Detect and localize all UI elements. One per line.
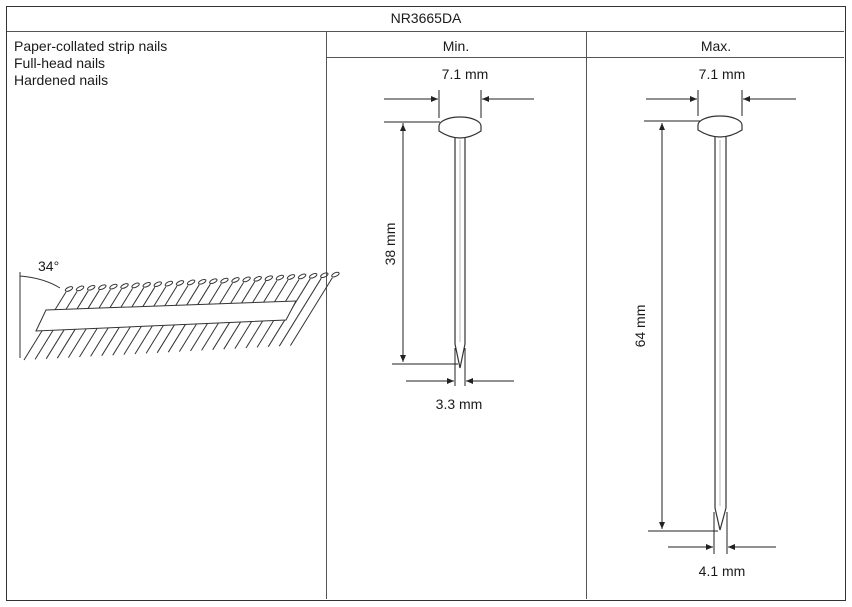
model-title: NR3665DA	[390, 10, 462, 26]
strip-nail-head	[253, 275, 262, 282]
column-header-min: Min.	[442, 38, 470, 54]
strip-nail-head	[153, 281, 163, 288]
strip-nail	[289, 277, 333, 346]
strip-nail-head	[142, 281, 151, 288]
strip-nail-head	[64, 286, 74, 292]
nail-strip-drawing	[23, 271, 340, 361]
strip-nail-head	[264, 275, 274, 282]
strip-nail-head	[109, 283, 118, 290]
strip-nail-head	[86, 284, 96, 291]
paper-collation-strip	[35, 300, 297, 332]
strip-nail-head	[98, 284, 107, 291]
strip-nail-head	[131, 282, 140, 289]
strip-nail-head	[297, 273, 307, 280]
header-divider	[7, 31, 844, 32]
strip-nail-head	[331, 271, 340, 278]
left-column-divider	[326, 31, 327, 599]
max-head-diameter-label: 7.1 mm	[698, 66, 746, 82]
angle-indicator	[19, 272, 61, 358]
min-shank-diameter-label: 3.3 mm	[435, 396, 483, 412]
strip-nail-head	[242, 276, 251, 283]
column-header-max: Max.	[700, 38, 732, 54]
min-nail-drawing	[438, 116, 482, 369]
strip-nail-head	[197, 278, 207, 285]
max-nail-drawing	[697, 115, 743, 531]
min-nail-dimensions	[384, 90, 534, 386]
strip-nail	[278, 277, 322, 347]
description-line-2: Full-head nails	[14, 55, 106, 71]
strip-nail-head	[231, 277, 240, 283]
strip-nail-head	[320, 272, 329, 279]
strip-nail-head	[120, 283, 129, 289]
collation-angle-label: 34°	[38, 258, 60, 274]
description-line-1: Paper-collated strip nails	[14, 38, 168, 54]
max-shank-diameter-label: 4.1 mm	[698, 563, 746, 579]
strip-nail-head	[175, 280, 185, 286]
strip-nail-head	[186, 279, 196, 286]
strip-nail-head	[275, 274, 285, 281]
column-header-divider	[326, 57, 844, 58]
spec-table	[6, 6, 846, 601]
min-head-diameter-label: 7.1 mm	[441, 66, 489, 82]
strip-nail-head	[308, 272, 318, 279]
max-nail-dimensions	[644, 90, 796, 554]
description-line-3: Hardened nails	[14, 72, 109, 88]
strip-nail-head	[209, 278, 218, 285]
strip-nail-head	[220, 277, 229, 284]
strip-nail-head	[164, 280, 174, 287]
middle-column-divider	[586, 31, 587, 599]
strip-nail-head	[286, 274, 296, 280]
strip-nail-head	[75, 285, 85, 292]
